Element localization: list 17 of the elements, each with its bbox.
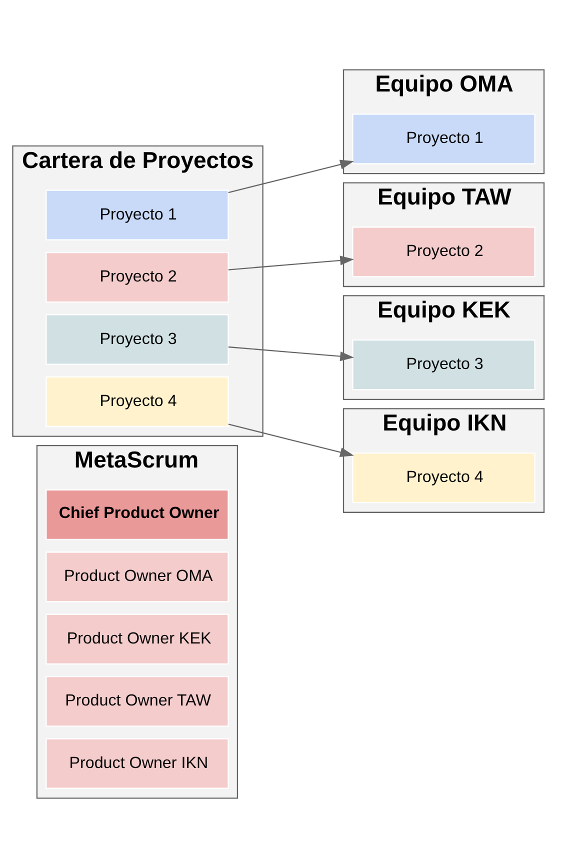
arrow <box>228 346 354 362</box>
node-box: Proyecto 3 <box>46 314 229 365</box>
node-box: Proyecto 2 <box>46 252 229 303</box>
node-box: Proyecto 4 <box>46 376 229 428</box>
node-box: Proyecto 1 <box>46 190 229 240</box>
arrow <box>228 256 354 270</box>
node-box: Product Owner OMA <box>46 552 229 602</box>
node-box: Chief Product Owner <box>46 489 229 540</box>
node-box: Proyecto 2 <box>352 226 536 278</box>
node-box: Product Owner KEK <box>46 614 229 664</box>
node-box: Proyecto 4 <box>352 452 536 504</box>
arrow <box>228 424 354 457</box>
node-box: Product Owner IKN <box>46 738 229 789</box>
node-box: Product Owner TAW <box>46 676 229 727</box>
arrow <box>228 160 354 194</box>
node-box: Proyecto 3 <box>352 340 536 390</box>
node-box: Proyecto 1 <box>352 114 536 164</box>
